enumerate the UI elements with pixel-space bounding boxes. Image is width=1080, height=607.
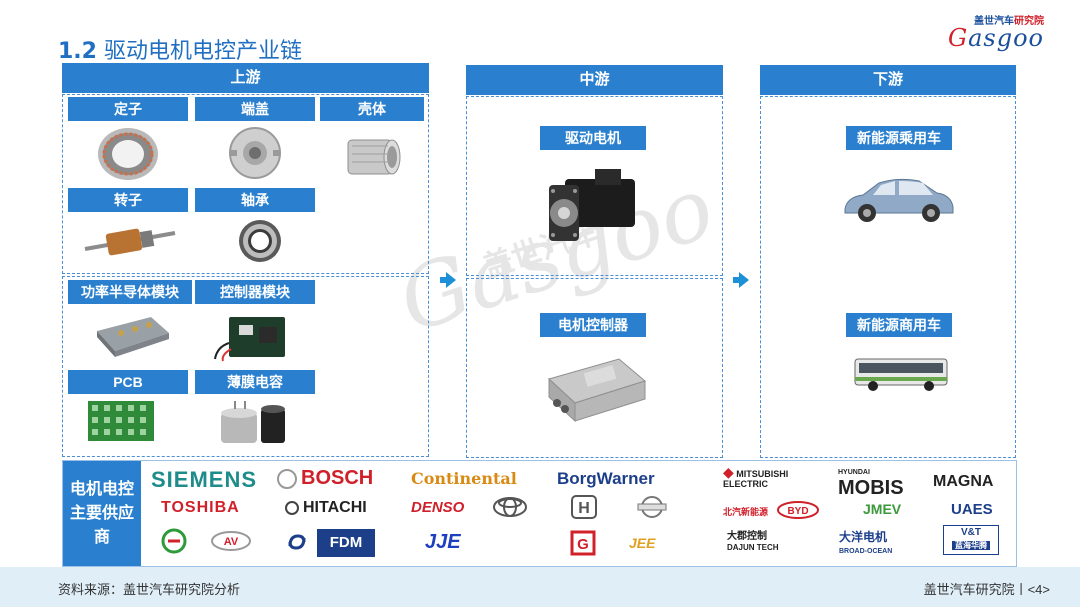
brand-siemens: SIEMENS	[151, 467, 258, 492]
label-bearing: 轴承	[195, 188, 315, 212]
drive-motor-image	[534, 164, 650, 254]
upstream-mech-box	[62, 94, 429, 274]
honda-logo-icon: H	[569, 493, 599, 521]
pcb-image	[85, 398, 157, 444]
suppliers-title: 电机电控主要供应商	[63, 461, 141, 566]
brand-jee: JEE	[629, 535, 656, 551]
svg-text:H: H	[578, 500, 590, 517]
page-number: 盖世汽车研究院丨<4>	[923, 582, 1050, 597]
label-motor-controller: 电机控制器	[540, 313, 646, 337]
label-power-semiconductor: 功率半导体模块	[68, 280, 192, 304]
label-end-cover: 端盖	[195, 97, 315, 121]
brand-denso: DENSO	[411, 499, 465, 516]
power-module-image	[90, 310, 174, 362]
nissan-logo-icon	[635, 495, 669, 519]
supplier-logo-g-icon: G	[569, 529, 597, 557]
arrow-right-icon	[440, 272, 456, 288]
downstream-box	[760, 96, 1016, 458]
svg-text:AV: AV	[224, 536, 239, 548]
brand-jje: JJE	[425, 531, 461, 553]
midstream-motor-box	[466, 96, 723, 276]
title-number: 1.2	[58, 39, 97, 64]
logo-en: Gasgoo	[947, 24, 1044, 52]
label-stator: 定子	[68, 97, 188, 121]
brand-hitachi: HITACHI	[285, 499, 367, 517]
end-cover-image	[225, 124, 285, 182]
brand-uaes: UAES	[951, 501, 993, 518]
brand-jmev: JMEV	[863, 501, 902, 517]
brand-bosch: BOSCH	[277, 467, 373, 490]
brand-mitsubishi: ◆ MITSUBISHI ELECTRIC	[723, 464, 789, 489]
source-note: 资料来源：盖世汽车研究院分析	[58, 582, 241, 597]
controller-module-image	[210, 312, 292, 364]
brand-baic-bjev: 北汽新能源	[723, 507, 769, 517]
midstream-controller-box	[466, 278, 723, 458]
passenger-car-image	[838, 168, 958, 230]
brand-fdm: FDM	[317, 529, 375, 557]
bus-image	[852, 354, 950, 394]
toyota-logo-icon	[491, 495, 529, 519]
supplier-logo-green-icon	[159, 527, 189, 555]
brand-toshiba: TOSHIBA	[161, 499, 240, 516]
upstream-elec-box	[62, 276, 429, 457]
downstream-header: 下游	[760, 65, 1016, 95]
label-rotor: 转子	[68, 188, 188, 212]
supplier-logo-swirl-icon	[285, 531, 309, 553]
label-pcb: PCB	[68, 370, 188, 394]
brand-magna: MAGNA	[933, 473, 994, 490]
upstream-header: 上游	[62, 63, 429, 93]
byd-logo: BYD	[775, 499, 821, 521]
label-nev-passenger: 新能源乘用车	[846, 126, 952, 150]
page-title: 1.2 驱动电机电控产业链	[58, 33, 302, 65]
svg-text:BYD: BYD	[787, 506, 808, 517]
logo-cn: 盖世汽车研究院	[974, 16, 1044, 27]
film-capacitor-image	[214, 398, 298, 448]
label-housing: 壳体	[320, 97, 424, 121]
label-drive-motor: 驱动电机	[540, 126, 646, 150]
gasgoo-logo: 盖世汽车研究院 Gasgoo	[932, 12, 1044, 52]
housing-image	[340, 126, 404, 182]
arrow-right-icon	[733, 272, 749, 288]
midstream-header: 中游	[466, 65, 723, 95]
stator-image	[93, 124, 163, 184]
brand-borgwarner: BorgWarner	[557, 469, 655, 488]
title-text: 驱动电机电控产业链	[103, 39, 302, 64]
suppliers-panel: 电机电控主要供应商 SIEMENS BOSCH Continental Borg…	[62, 460, 1017, 567]
footer: 资料来源：盖世汽车研究院分析 盖世汽车研究院丨<4>	[0, 567, 1080, 607]
label-film-capacitor: 薄膜电容	[195, 370, 315, 394]
bearing-image	[235, 216, 285, 266]
label-controller-module: 控制器模块	[195, 280, 315, 304]
svg-text:G: G	[577, 536, 589, 553]
rotor-image	[80, 218, 180, 264]
supplier-logo-av-icon: AV	[209, 529, 253, 553]
motor-controller-image	[534, 350, 650, 430]
label-nev-commercial: 新能源商用车	[846, 313, 952, 337]
brand-continental: Continental	[411, 469, 517, 488]
